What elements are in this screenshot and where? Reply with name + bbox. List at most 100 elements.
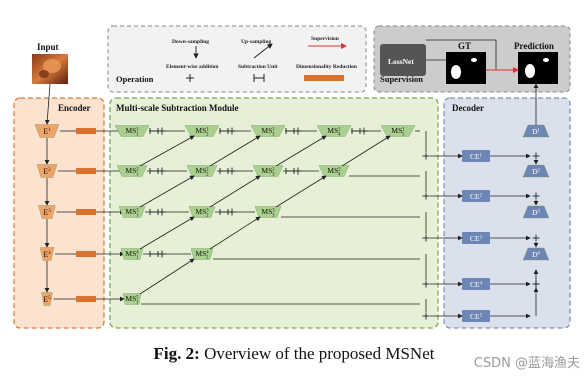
addition-icon (158, 167, 166, 175)
subtraction-unit-icon (253, 74, 265, 82)
encoder-block (39, 247, 55, 261)
lossnet-label: LossNet (388, 57, 414, 66)
legend-supervision: Supervision (311, 36, 339, 42)
operation-title: Operation (116, 74, 154, 84)
encoder-block (34, 124, 60, 138)
dimred-legend-icon (304, 75, 344, 81)
subtraction-unit-icon (149, 209, 159, 215)
upsampling-arrow (139, 216, 195, 250)
decoder-label: D1 (532, 127, 540, 136)
legend-subtraction: Subtraction Unit (238, 64, 278, 70)
ms-block (122, 293, 142, 305)
decoder-label: D3 (532, 208, 540, 217)
ms-block (380, 125, 416, 137)
ce-label: CE3 (470, 234, 483, 243)
upsampling-arrow (275, 135, 327, 167)
addition-icon (228, 208, 236, 216)
upsampling-arrow (139, 258, 195, 295)
input-image (32, 54, 68, 84)
legend-upsampling: Up-sampling (241, 39, 272, 45)
dimred-block (76, 168, 96, 174)
ce-block (462, 232, 490, 244)
subtraction-unit-icon (285, 128, 295, 134)
addition-icon (158, 208, 166, 216)
legend-panel (107, 25, 367, 93)
decoder-title: Decoder (452, 103, 484, 113)
ce-block (462, 190, 490, 202)
addition-icon (422, 192, 430, 200)
subtraction-unit-icon (149, 168, 159, 174)
addition-icon (532, 192, 540, 200)
ms-block (118, 206, 146, 218)
legend-dimred: Dimensionality Reduction (296, 64, 357, 70)
dimred-block (76, 251, 96, 257)
msm-title: Multi-scale Subtraction Module (116, 103, 239, 113)
decoder-block (522, 164, 550, 178)
gt-mask-image (446, 52, 486, 84)
decoder-label: D4 (532, 250, 540, 259)
decoder-block (522, 247, 550, 261)
subtraction-unit-icon (285, 168, 295, 174)
ms-block (114, 125, 150, 137)
ce-label: CE4 (470, 280, 483, 289)
encoder-panel (13, 97, 105, 329)
addition-icon (228, 127, 236, 135)
ms-block (186, 165, 218, 177)
subtraction-unit-icon (219, 168, 229, 174)
input-label: Input (37, 42, 59, 52)
decoder-block (522, 124, 550, 138)
legend-downsampling: Down-sampling (172, 39, 209, 45)
prediction-label: Prediction (514, 41, 554, 51)
dimred-block (76, 296, 96, 302)
subtraction-unit-icon (149, 128, 159, 134)
lossnet-box (380, 44, 426, 76)
upsampling-arrow (275, 175, 327, 208)
encoder-label: E3 (43, 208, 51, 217)
dimred-block (76, 128, 96, 134)
upsampling-arrow (341, 135, 391, 167)
addition-icon (532, 234, 540, 242)
decoder-panel (443, 97, 571, 329)
ms-block (184, 125, 220, 137)
ce-label: CE5 (470, 312, 483, 321)
encoder-block (36, 164, 58, 178)
addition-icon (158, 127, 166, 135)
addition-icon (422, 312, 430, 320)
addition-icon (158, 250, 166, 258)
figure-caption: Fig. 2: Overview of the proposed MSNet (0, 344, 588, 364)
upsampling-arrow-icon (253, 43, 273, 59)
watermark: CSDN @蓝海渔夫 (473, 356, 580, 371)
encoder-block (41, 292, 53, 306)
encoder-label: E5 (43, 295, 51, 304)
ms-block (316, 125, 352, 137)
encoder-block (38, 205, 56, 219)
legend-elementwise: Element-wise addition (166, 64, 218, 70)
encoder-title: Encoder (58, 103, 91, 113)
ms-block (116, 165, 148, 177)
subtraction-unit-icon (219, 209, 229, 215)
subtraction-unit-icon (351, 128, 361, 134)
ms-block (188, 206, 216, 218)
gt-label: GT (458, 41, 471, 51)
ms-block (318, 165, 350, 177)
ce-block (462, 150, 490, 162)
ms-block (190, 248, 214, 260)
upsampling-arrow (209, 216, 261, 250)
ms-block (250, 125, 286, 137)
upsampling-arrow (209, 175, 261, 208)
addition-icon (186, 74, 194, 82)
